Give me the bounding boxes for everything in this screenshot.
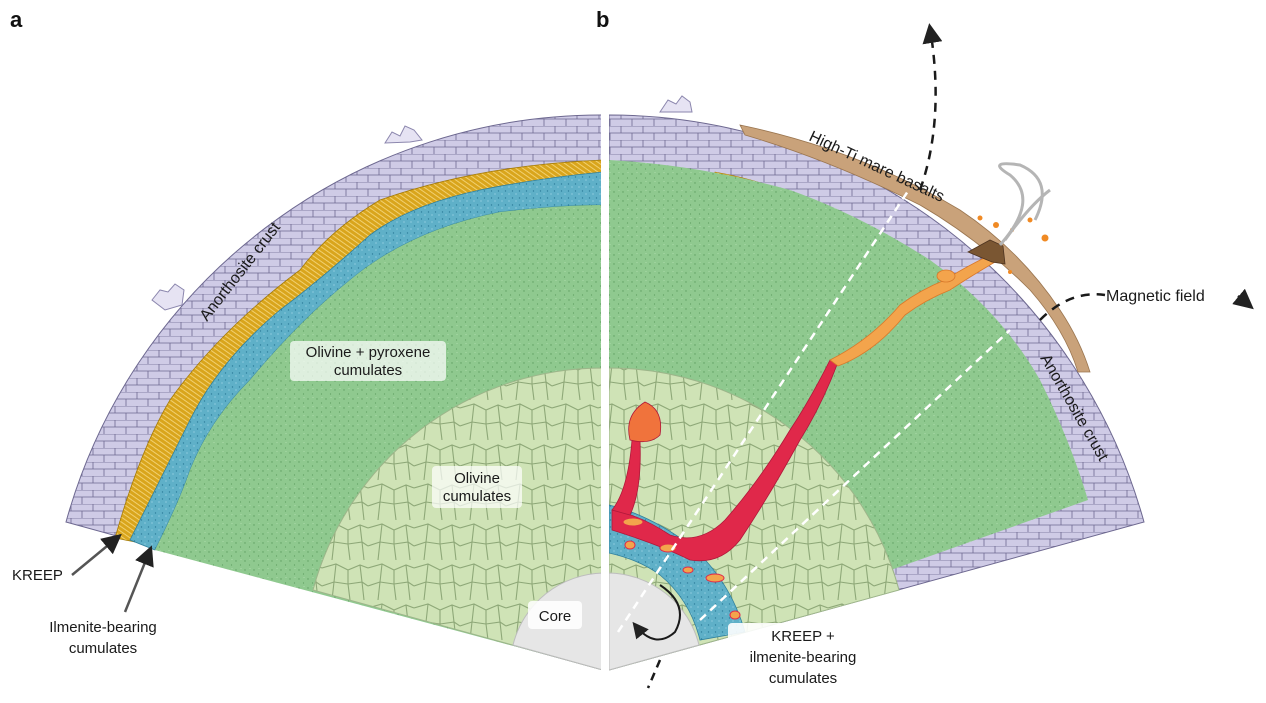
olivine-label-line2: cumulates — [443, 488, 511, 505]
panel-divider — [601, 95, 609, 675]
crust-highland-bump — [659, 95, 693, 113]
magnetic-field-arrow-upper — [918, 23, 943, 191]
ilmenite-label-line1: Ilmenite-bearing — [49, 619, 157, 636]
magnetic-field-line-internal — [699, 329, 1011, 621]
eruption-droplet — [993, 222, 999, 228]
eruption-plume-strand — [998, 162, 1044, 246]
crust-highland-bump — [384, 125, 423, 144]
magnetic-field-line-internal — [616, 187, 912, 633]
kreep-ilmenite-label-line1: KREEP + — [771, 628, 835, 645]
eruption-droplet — [1008, 270, 1012, 274]
olivine-pyroxene-label-bg — [290, 341, 446, 381]
magma-bleb — [624, 540, 636, 550]
kreep-label-a: KREEP — [12, 567, 63, 584]
olivine-pyroxene-label-line2: cumulates — [334, 362, 402, 379]
convection-rotation-arrow — [632, 584, 681, 641]
panel-b: b — [596, 7, 1254, 689]
panel-a-letter: a — [10, 7, 23, 32]
high-ti-mare-basalt-layer — [739, 124, 1091, 373]
eruption-droplet — [1027, 217, 1033, 223]
panel-b-letter: b — [596, 7, 609, 32]
magma-diapir-head — [628, 401, 662, 443]
magma-bleb — [622, 517, 644, 527]
core-b — [609, 572, 700, 671]
olivine-label-line1: Olivine — [454, 470, 500, 487]
magnetic-field-arrow-lower — [646, 659, 662, 689]
core-label: Core — [539, 608, 572, 625]
kreep-ilmenite-label-line3: cumulates — [769, 670, 837, 687]
panel-a: a Anorthosite crust Olivine + pyroxene c… — [10, 7, 603, 671]
eruption-droplet — [1041, 234, 1049, 242]
magma-chamber-crust — [936, 269, 956, 283]
magnetic-field-arrow-right — [1039, 293, 1106, 321]
ilmenite-label-line2: cumulates — [69, 640, 137, 657]
kreep-ilmenite-label-bg — [728, 623, 878, 687]
eruption-droplet — [977, 215, 983, 221]
olivine-cumulates-a — [312, 367, 603, 671]
core-label-bg — [528, 601, 582, 629]
magnetic-field-label: Magnetic field — [1106, 288, 1205, 305]
kreep-pointer-arrow — [71, 533, 122, 576]
ilmenite-pointer-arrow — [123, 545, 154, 613]
magma-bleb — [705, 573, 725, 583]
magnetic-field-arrow-right-tip — [1232, 288, 1254, 310]
magma-bleb — [682, 566, 694, 574]
magma-bleb — [729, 610, 741, 620]
crust-highland-bump — [151, 283, 185, 311]
volcanic-vent — [967, 239, 1006, 265]
olivine-pyroxene-label-line1: Olivine + pyroxene — [306, 344, 431, 361]
kreep-ilmenite-label-line2: ilmenite-bearing — [750, 649, 857, 666]
olivine-label-bg — [432, 466, 522, 508]
eruption-plume-strand — [1003, 188, 1051, 241]
